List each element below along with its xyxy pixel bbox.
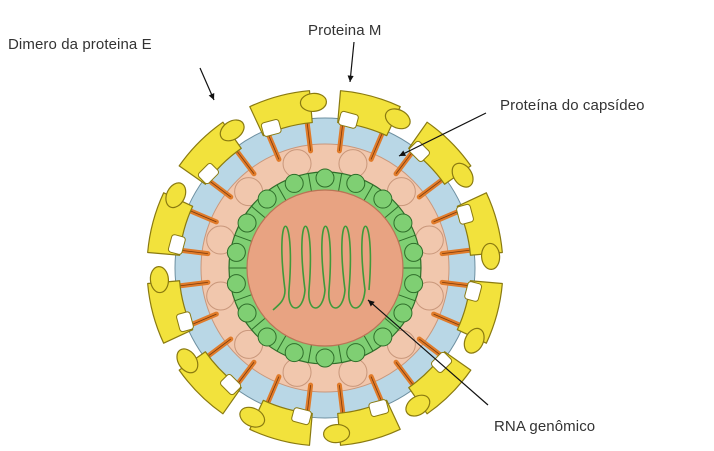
label-capsid-protein: Proteína do capsídeo bbox=[500, 97, 645, 114]
label-e-dimer: Dimero da proteina E bbox=[8, 36, 152, 53]
capsid-protein-lobe bbox=[238, 304, 256, 322]
genome-core bbox=[247, 190, 403, 346]
capsid-protein-lobe bbox=[316, 349, 334, 367]
capsid-protein-lobe bbox=[394, 304, 412, 322]
capsid-protein-lobe bbox=[285, 174, 303, 192]
capsid-protein-lobe bbox=[347, 174, 365, 192]
label-genomic-rna: RNA genômico bbox=[494, 418, 595, 435]
label-m-protein: Proteina M bbox=[308, 22, 382, 39]
capsid-protein-lobe bbox=[374, 328, 392, 346]
capsid-protein-lobe bbox=[405, 275, 423, 293]
capsid-protein-lobe bbox=[347, 344, 365, 362]
capsid-protein-lobe bbox=[227, 243, 245, 261]
capsid-protein-lobe bbox=[405, 243, 423, 261]
capsid-protein-lobe bbox=[258, 190, 276, 208]
capsid-protein-lobe bbox=[316, 169, 334, 187]
capsid-protein-lobe bbox=[285, 344, 303, 362]
capsid-protein-lobe bbox=[238, 214, 256, 232]
capsid-protein-lobe bbox=[258, 328, 276, 346]
capsid-protein-lobe bbox=[394, 214, 412, 232]
capsid-protein-lobe bbox=[374, 190, 392, 208]
capsid-protein-lobe bbox=[227, 275, 245, 293]
